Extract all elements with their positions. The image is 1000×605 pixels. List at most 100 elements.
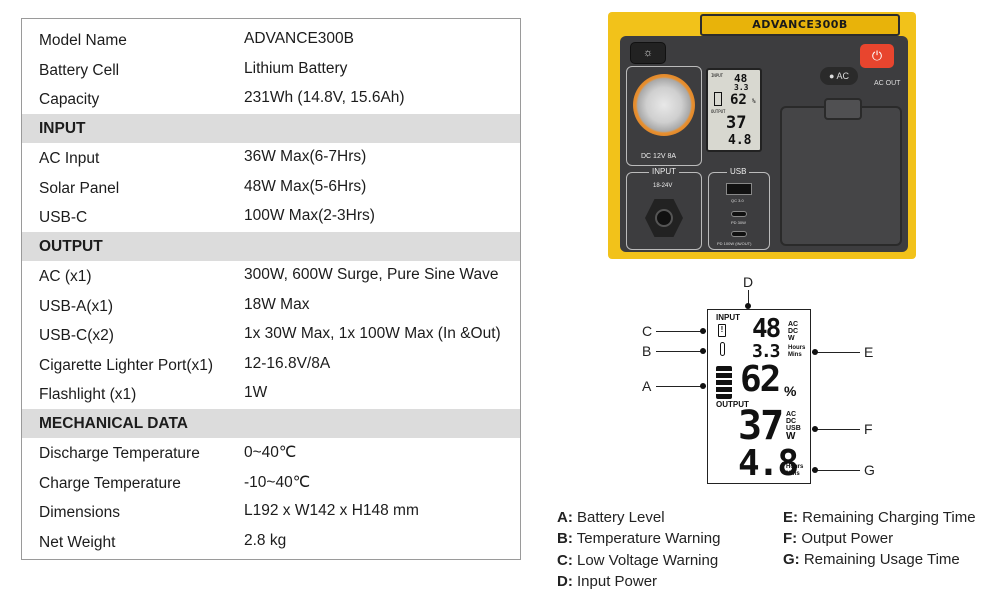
legend-letter: A: xyxy=(557,509,573,526)
lcd-output-unit-ac: AC xyxy=(786,411,797,418)
spec-value: 1W xyxy=(244,384,268,401)
device-lcd-input-label: INPUT xyxy=(711,73,724,78)
callout-b-line xyxy=(656,351,706,352)
spec-key: Dimensions xyxy=(39,504,120,521)
legend-letter: F: xyxy=(783,530,798,547)
lcd-input-unit-ac: AC xyxy=(788,321,799,328)
legend-text: Remaining Usage Time xyxy=(803,551,960,568)
lcd-diagram: INPUT ! 48 AC DC W 3.3 Hours Mins 62 % O… xyxy=(707,309,811,484)
callout-f-line xyxy=(812,429,860,430)
spec-value: 0~40℃ xyxy=(244,444,297,461)
lcd-output-value: 37 xyxy=(738,403,784,449)
callout-d-line xyxy=(748,290,749,306)
lcd-time-unit-mins: Mins xyxy=(788,352,802,358)
callout-c: C xyxy=(642,323,653,339)
pd100-label: PD 100W (IN/OUT) xyxy=(717,241,752,246)
lcd-input-label: INPUT xyxy=(716,313,740,322)
spec-value: -10~40℃ xyxy=(244,473,311,491)
section-header-output: OUTPUT xyxy=(22,231,520,261)
lcd-input-value: 48 xyxy=(752,314,781,344)
legend-letter: C: xyxy=(557,552,573,569)
spec-key: AC (x1) xyxy=(39,268,92,285)
ac-out-label: AC OUT xyxy=(874,80,901,87)
legend-text: Low Voltage Warning xyxy=(577,552,719,569)
spec-row: USB-A(x1) 18W Max xyxy=(22,291,520,321)
legend-text: Remaining Charging Time xyxy=(802,509,976,526)
callout-e-line xyxy=(812,352,860,353)
callout-a-dot xyxy=(700,383,706,389)
spec-value: ADVANCE300B xyxy=(244,30,354,47)
device-lcd-battery-icon xyxy=(714,92,722,106)
spec-key: Capacity xyxy=(39,91,100,108)
lcd-usage-unit-hours: Hours xyxy=(786,464,804,470)
dc-port-label: DC 12V 8A xyxy=(641,153,677,160)
flashlight-module: DC 12V 8A xyxy=(626,66,702,166)
section-title: INPUT xyxy=(39,119,86,137)
lcd-battery-value: 62 xyxy=(740,359,781,400)
spec-key: Battery Cell xyxy=(39,61,120,79)
spec-row: Discharge Temperature 0~40℃ xyxy=(22,438,520,468)
legend-item-c: C: Low Voltage Warning xyxy=(557,552,718,569)
input-port-module: INPUT 18-24V xyxy=(626,167,702,250)
usb-c-port-icon xyxy=(731,211,747,217)
spec-row: USB-C(x2) 1x 30W Max, 1x 100W Max (In &O… xyxy=(22,320,520,350)
spec-row: Capacity 231Wh (14.8V, 15.6Ah) xyxy=(22,84,520,114)
input-voltage-label: 18-24V xyxy=(653,183,673,189)
legend-text: Input Power xyxy=(577,573,658,590)
device-lcd-output-value: 37 xyxy=(726,113,747,133)
spec-key: Net Weight xyxy=(39,533,116,551)
callout-b: B xyxy=(642,343,652,359)
device-lcd-screen: INPUT 48 3.3 62 % OUTPUT 37 4.8 xyxy=(706,68,762,152)
spec-value: 12-16.8V/8A xyxy=(244,354,331,372)
usb-port-module: USB QC 3.0 PD 30W PD 100W (IN/OUT) xyxy=(708,167,770,250)
battery-level-icon xyxy=(716,366,732,399)
callout-f: F xyxy=(864,421,873,437)
section-header-mechanical: MECHANICAL DATA xyxy=(22,408,520,438)
spec-row: Battery Cell Lithium Battery xyxy=(22,55,520,85)
callout-a: A xyxy=(642,378,652,394)
lcd-battery-unit: % xyxy=(784,383,797,399)
legend-item-b: B: Temperature Warning xyxy=(557,530,720,547)
section-header-input: INPUT xyxy=(22,113,520,143)
callout-c-dot xyxy=(700,328,706,334)
spec-value: Lithium Battery xyxy=(244,59,348,77)
spec-row: Solar Panel 48W Max(5-6Hrs) xyxy=(22,173,520,203)
callout-c-line xyxy=(656,331,706,332)
spec-row: AC (x1) 300W, 600W Surge, Pure Sine Wave xyxy=(22,261,520,291)
outlet-hinge-icon xyxy=(824,98,862,120)
callout-f-dot xyxy=(812,426,818,432)
power-station-image: ADVANCE300B ☼ ⏻ ● AC AC OUT DC 12V 8A IN… xyxy=(608,12,916,259)
callout-b-dot xyxy=(700,348,706,354)
spec-value: 36W Max(6-7Hrs) xyxy=(244,148,367,165)
legend-item-e: E: Remaining Charging Time xyxy=(783,509,976,526)
power-button-icon: ⏻ xyxy=(860,44,894,68)
front-panel: ☼ ⏻ ● AC AC OUT DC 12V 8A INPUT 48 3.3 6… xyxy=(620,36,908,252)
legend-text: Output Power xyxy=(801,530,894,547)
device-lcd-usage-value: 4.8 xyxy=(728,133,752,148)
section-title: MECHANICAL DATA xyxy=(39,414,188,432)
spec-key: AC Input xyxy=(39,150,100,167)
low-voltage-warning-icon: ! xyxy=(718,324,726,337)
flashlight-button-icon: ☼ xyxy=(630,42,666,64)
device-lcd-output-label: OUTPUT xyxy=(711,109,726,114)
spec-row: Charge Temperature -10~40℃ xyxy=(22,468,520,498)
device-lcd-input-value: 48 xyxy=(734,72,748,85)
lcd-input-unit-dc: DC xyxy=(788,328,799,335)
spec-row: Flashlight (x1) 1W xyxy=(22,379,520,409)
ac-button: ● AC xyxy=(820,67,858,85)
legend-text: Temperature Warning xyxy=(576,530,721,547)
lcd-usage-value: 4.8 xyxy=(738,443,799,484)
lcd-input-unit-w: W xyxy=(788,335,795,342)
lcd-output-unit-w: W xyxy=(786,431,796,442)
device-lcd-battery-value: 62 xyxy=(730,92,747,108)
model-label: ADVANCE300B xyxy=(700,14,900,36)
spec-row: USB-C 100W Max(2-3Hrs) xyxy=(22,202,520,232)
legend-item-a: A: Battery Level xyxy=(557,509,665,526)
legend-letter: B: xyxy=(557,530,573,547)
spec-key: USB-A(x1) xyxy=(39,297,114,315)
lcd-output-unit-dc: DC xyxy=(786,418,797,425)
legend-item-d: D: Input Power xyxy=(557,573,657,590)
spec-key: USB-C(x2) xyxy=(39,327,114,344)
spec-row: Dimensions L192 x W142 x H148 mm xyxy=(22,497,520,527)
callout-e-dot xyxy=(812,349,818,355)
